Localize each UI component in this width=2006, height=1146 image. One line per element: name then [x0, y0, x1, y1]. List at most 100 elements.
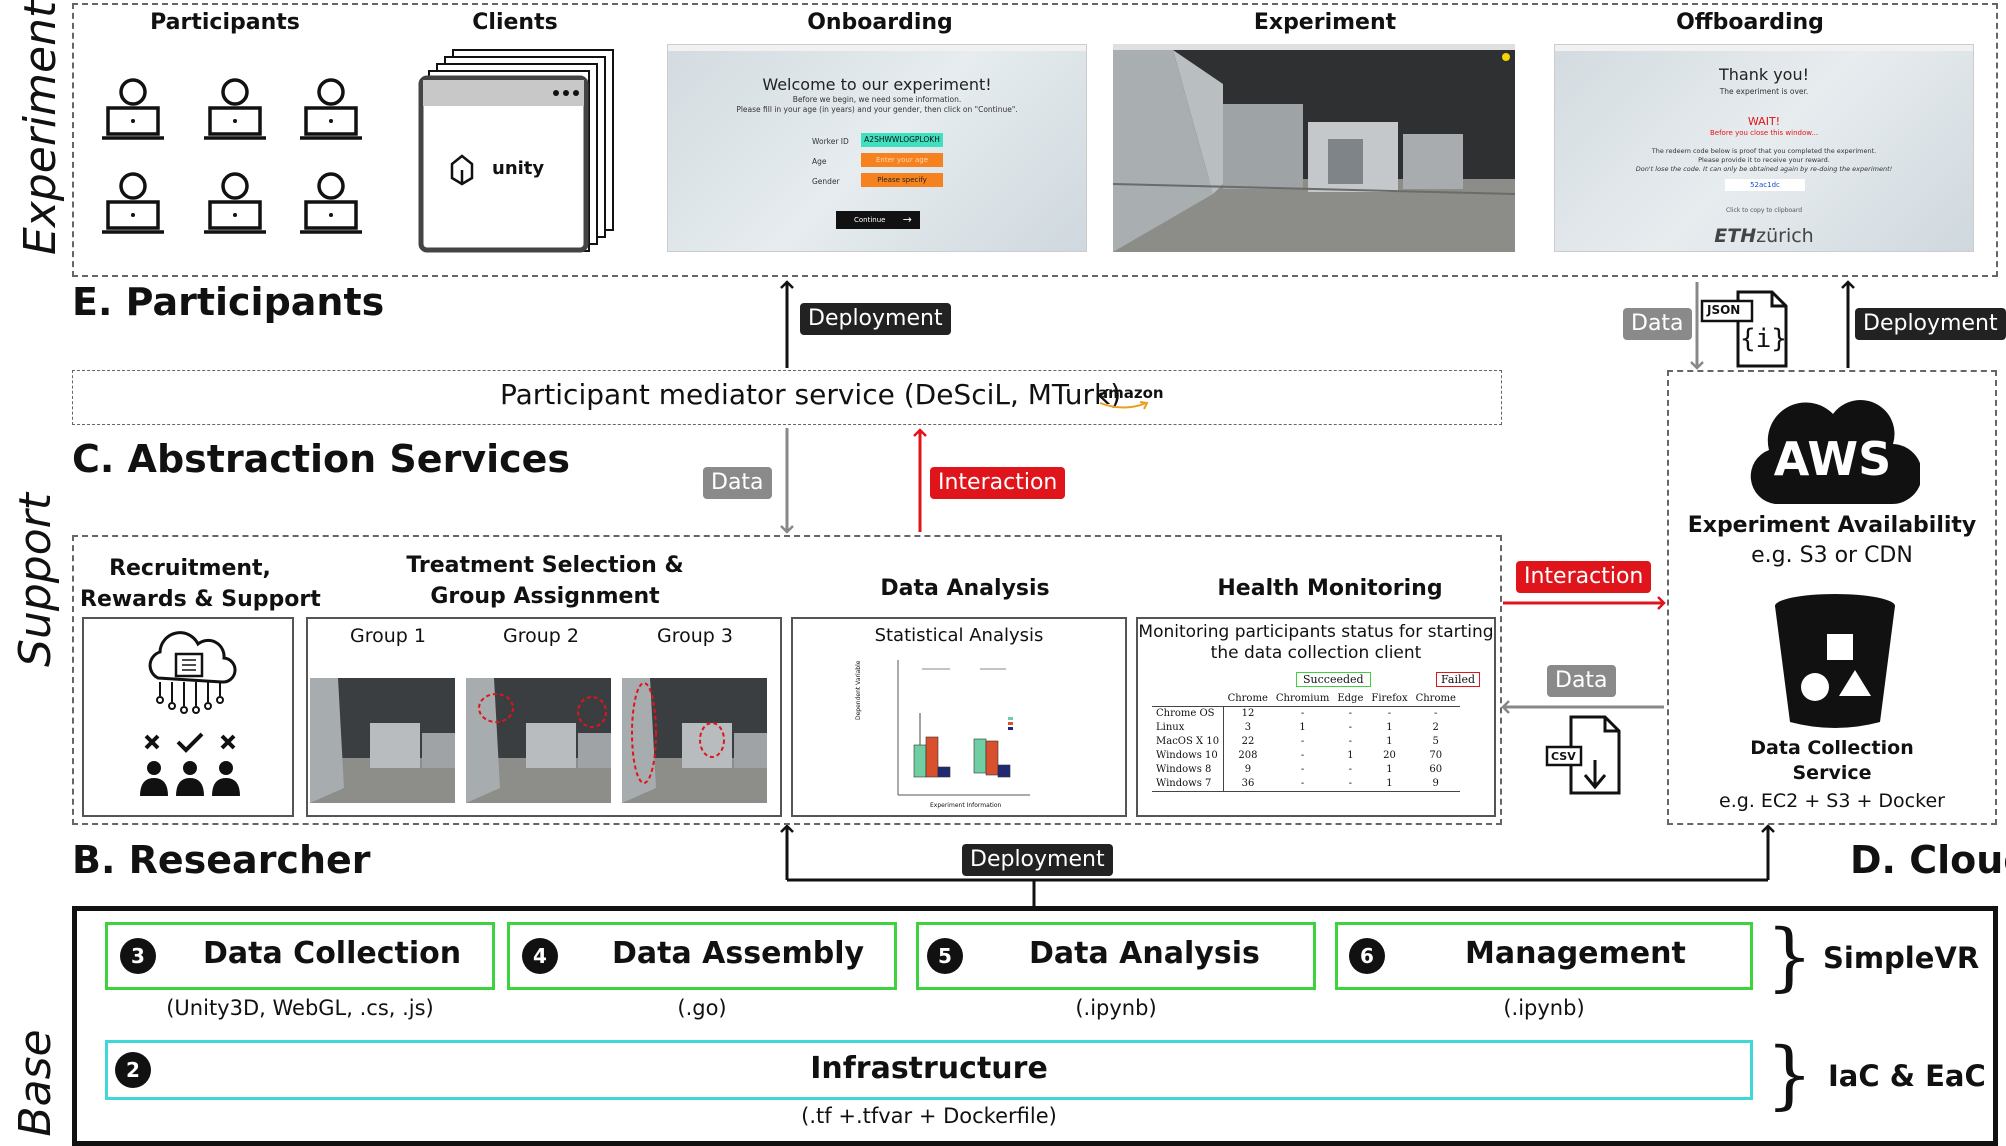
table-cell: 9 [1244, 764, 1252, 775]
table-cell: 60 [1429, 764, 1443, 775]
table-header-cell: Chromium [1275, 693, 1330, 704]
module-3-ext: (Unity3D, WebGL, .cs, .js) [166, 996, 434, 1020]
continue-label: Continue [854, 216, 886, 224]
module-data-analysis [916, 922, 1316, 990]
mediator-service-box [72, 370, 1502, 425]
table-cell: 2 [1432, 722, 1439, 733]
boxplot-chart [897, 660, 1030, 796]
table-cell: 1 [1386, 736, 1393, 747]
offboarding-body-2: Please provide it to receive your reward… [1698, 156, 1830, 164]
amazon-smile-icon [1099, 401, 1149, 410]
module-5-badge: 5 [927, 938, 963, 974]
offboarding-wait: WAIT! [1747, 115, 1781, 128]
amazon-logo: amazon [1098, 384, 1164, 402]
availability-sub: e.g. S3 or CDN [1751, 543, 1913, 568]
redeem-code-field[interactable]: 52ac1dc [1725, 179, 1805, 191]
table-cell: Chrome OS [1152, 706, 1225, 721]
json-file-symbol: {i} [1740, 324, 1787, 354]
table-row: Windows 7 36 - - 1 9 [1152, 777, 1460, 791]
tag-deployment-top: Deployment [800, 303, 951, 335]
table-cell: - [1348, 708, 1353, 719]
eth-logo-text: ETH [1714, 225, 1757, 247]
table-cell: Windows 10 [1152, 749, 1225, 763]
age-field[interactable]: Enter your age [861, 153, 943, 167]
module-4-title: Data Assembly [612, 936, 865, 971]
tag-deployment-bottom: Deployment [962, 844, 1113, 876]
table-cell: - [1300, 750, 1305, 761]
json-file-icon [1700, 290, 1788, 368]
health-header: Health Monitoring [1217, 576, 1443, 601]
health-table-header: Chrome Chromium Edge Firefox Chrome [1152, 692, 1460, 707]
offboarding-wait-sub: Before you close this window... [1709, 129, 1819, 137]
continue-button[interactable]: Continue → [836, 211, 920, 229]
module-6-badge: 6 [1349, 938, 1385, 974]
table-cell: - [1300, 708, 1305, 719]
section-researcher: B. Researcher [72, 838, 371, 882]
tag-data-right-mid: Data [1547, 665, 1616, 697]
tag-deployment-right: Deployment [1855, 308, 2006, 340]
iac-brace: } [1766, 1032, 1814, 1118]
onboarding-subtitle-2: Please fill in your age (in years) and y… [736, 105, 1018, 114]
onboarding-header: Onboarding [807, 10, 953, 35]
experiment-header: Experiment [1253, 10, 1397, 35]
json-file-label: JSON [1707, 303, 1741, 317]
table-header-cell: Chrome [1415, 693, 1456, 704]
table-cell: - [1300, 764, 1305, 775]
table-cell: Windows 8 [1152, 763, 1225, 777]
table-cell: - [1300, 778, 1305, 789]
offboarding-small-text: Click to copy to clipboard [1725, 207, 1803, 214]
onboarding-title: Welcome to our experiment! [762, 75, 992, 94]
csv-file-label: CSV [1551, 750, 1576, 763]
collection-title-1: Data Collection [1750, 737, 1914, 759]
table-cell: 1 [1347, 750, 1354, 761]
worker-id-field[interactable]: A2SHWWLOGPLOKH [861, 133, 943, 147]
table-cell: 1 [1386, 722, 1393, 733]
section-cloud: D. Cloud [1850, 838, 2006, 882]
table-cell: Windows 7 [1152, 777, 1225, 791]
module-4-badge: 4 [522, 938, 558, 974]
table-cell: 20 [1383, 750, 1396, 761]
experiment-panel [72, 3, 1998, 277]
table-cell: - [1434, 708, 1438, 719]
group-2-label: Group 2 [503, 625, 579, 647]
tag-interaction-right: Interaction [1516, 561, 1652, 593]
section-participants: E. Participants [72, 280, 385, 324]
simplevr-brace: } [1766, 914, 1814, 1000]
table-cell: 36 [1241, 778, 1255, 789]
eth-zurich-logo: ETHzürich [1555, 225, 1973, 247]
module-data-collection [105, 922, 495, 990]
module-5-ext: (.ipynb) [1075, 996, 1157, 1020]
table-cell: 9 [1432, 778, 1439, 789]
table-header-cell: Chrome [1227, 693, 1268, 704]
analysis-box-title: Statistical Analysis [874, 625, 1044, 646]
table-cell: 1 [1386, 778, 1393, 789]
module-2-ext: (.tf +.tfvar + Dockerfile) [801, 1104, 1057, 1128]
analysis-ylabel: Dependent Variable [855, 660, 862, 720]
collection-title-2: Service [1792, 762, 1872, 784]
table-cell: 1 [1386, 764, 1393, 775]
worker-id-label: Worker ID [812, 137, 849, 146]
offboarding-header: Offboarding [1676, 10, 1824, 35]
group-3-scene [622, 678, 767, 803]
module-6-title: Management [1465, 936, 1686, 971]
module-3-title: Data Collection [203, 936, 462, 971]
zurich-logo-text: zürich [1756, 225, 1814, 247]
table-cell: - [1348, 778, 1353, 789]
table-cell: 70 [1429, 750, 1443, 761]
arrow-right-icon: → [902, 213, 912, 226]
unity-logo-text: unity [492, 158, 545, 179]
health-succeeded-label: Succeeded [1296, 672, 1371, 687]
offboarding-subtitle: The experiment is over. [1719, 87, 1809, 96]
group-1-label: Group 1 [350, 625, 426, 647]
health-failed-label: Failed [1436, 672, 1481, 687]
gender-select[interactable]: Please specify [861, 173, 943, 187]
table-cell: 12 [1241, 708, 1255, 719]
table-cell: Linux [1152, 721, 1225, 735]
select-people-icon [140, 732, 240, 796]
table-cell: 5 [1432, 736, 1439, 747]
aws-cloud-icon [1750, 400, 1920, 505]
table-cell: - [1348, 736, 1353, 747]
table-cell: 208 [1238, 750, 1258, 761]
